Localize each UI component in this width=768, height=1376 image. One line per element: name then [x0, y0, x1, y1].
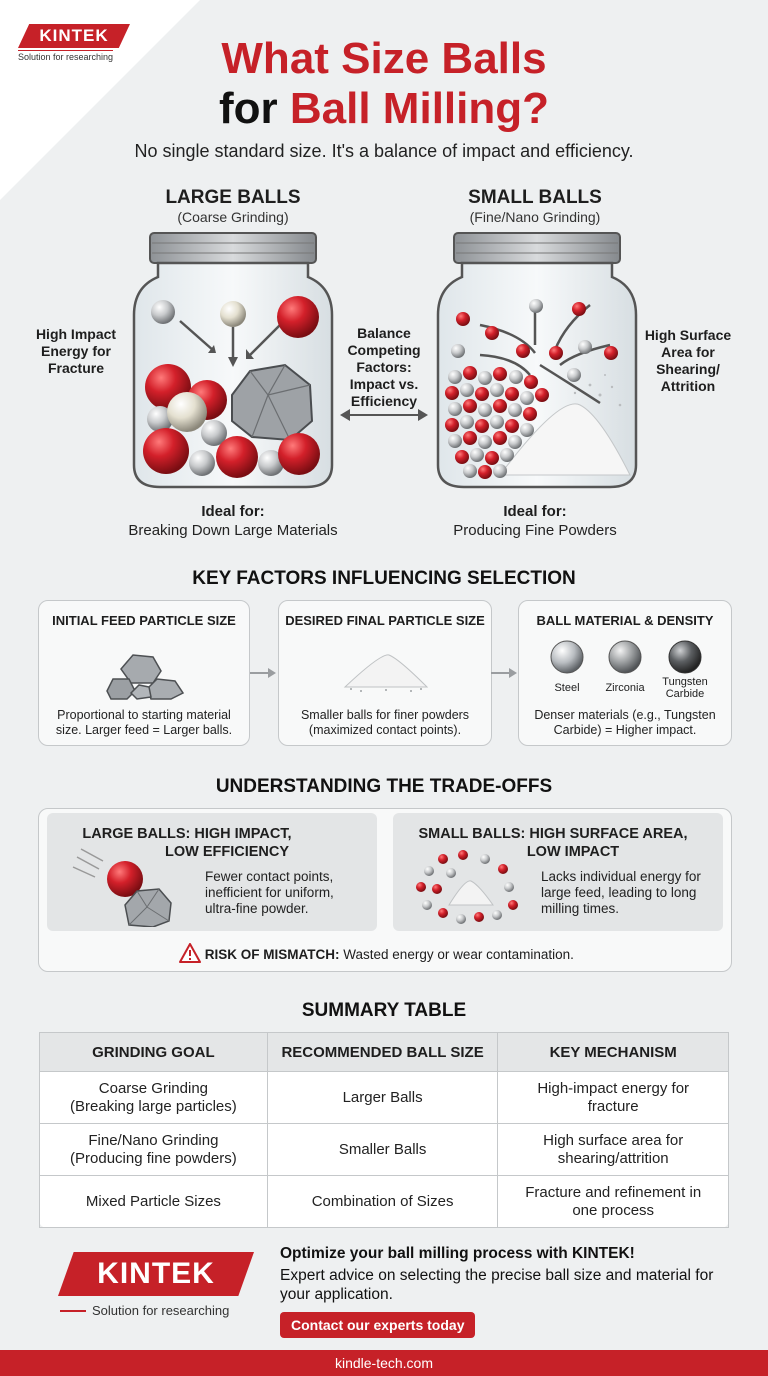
factor-card-title: DESIRED FINAL PARTICLE SIZE — [285, 613, 485, 628]
table-cell: Fine/Nano Grinding (Producing fine powde… — [39, 1123, 268, 1176]
tradeoff-large-title-line: LOW EFFICIENCY — [164, 844, 290, 860]
impact-icon — [72, 848, 172, 927]
cta-heading: Optimize your ball milling process with … — [280, 1245, 635, 1262]
powder-pile-icon — [343, 654, 429, 692]
large-ideal-text: Breaking Down Large Materials — [128, 522, 338, 539]
footer-brand-tagline: Solution for researching — [92, 1303, 230, 1318]
footer-brand-rule — [60, 1310, 86, 1312]
table-cell: Smaller Balls — [266, 1123, 499, 1176]
table-cell: Coarse Grinding (Breaking large particle… — [39, 1071, 268, 1124]
small-ideal-text: Producing Fine Powders — [453, 522, 617, 539]
table-row: Mixed Particle Sizes Combination of Size… — [39, 1175, 729, 1228]
contact-experts-button[interactable]: Contact our experts today — [280, 1312, 476, 1338]
tradeoff-large-title-line: LARGE BALLS: HIGH IMPACT, — [82, 826, 292, 842]
arrow-right-icon — [250, 668, 276, 678]
summary-table: GRINDING GOAL RECOMMENDED BALL SIZE KEY … — [39, 1032, 729, 1228]
small-side-label-line: Shearing/ — [656, 361, 720, 377]
risk-label: RISK OF MISMATCH: — [204, 947, 340, 962]
large-side-label-line: Energy for — [40, 343, 111, 359]
tradeoffs-heading: UNDERSTANDING THE TRADE-OFFS — [215, 776, 553, 797]
table-header-cell: GRINDING GOAL — [39, 1032, 268, 1072]
table-cell: Larger Balls — [266, 1071, 499, 1124]
factor-card-text: Denser materials (e.g., Tungsten Carbide… — [534, 708, 716, 737]
tradeoffs-panel: LARGE BALLS: HIGH IMPACT, LOW EFFICIENCY… — [38, 808, 732, 972]
factor-card-final-size: DESIRED FINAL PARTICLE SIZE Smaller ball… — [278, 600, 492, 746]
table-cell: High surface area for shearing/attrition — [497, 1123, 729, 1176]
title-highlight: Ball Milling? — [289, 84, 549, 133]
arrow-right-icon — [491, 668, 517, 678]
material-label-steel: Steel — [554, 682, 580, 694]
table-cell: High-impact energy for fracture — [497, 1071, 729, 1124]
material-balls-icon — [550, 640, 702, 674]
cta-text: Expert advice on selecting the precise b… — [280, 1267, 714, 1303]
page-subtitle: No single standard size. It's a balance … — [134, 141, 634, 161]
small-balls-jar — [436, 232, 638, 489]
balance-label-line: Impact vs. — [349, 376, 419, 392]
tradeoff-large-title: LARGE BALLS: HIGH IMPACT, LOW EFFICIENCY — [77, 825, 297, 861]
large-balls-subheading: (Coarse Grinding) — [177, 209, 289, 225]
large-balls-jar — [132, 232, 334, 489]
tradeoff-small-title-line: SMALL BALLS: HIGH SURFACE AREA, — [418, 826, 688, 842]
material-label-tungsten: Tungsten Carbide — [662, 676, 708, 700]
page-title-line1: What Size Balls — [221, 34, 547, 83]
brand-tagline: Solution for researching — [18, 50, 114, 62]
factor-card-title: INITIAL FEED PARTICLE SIZE — [52, 613, 236, 628]
tradeoff-large-text: Fewer contact points, inefficient for un… — [205, 869, 334, 916]
large-balls-heading: LARGE BALLS — [165, 187, 301, 208]
factor-card-feed-size: INITIAL FEED PARTICLE SIZE Proportional … — [38, 600, 250, 746]
small-balls-heading: SMALL BALLS — [468, 187, 602, 208]
table-header-cell: KEY MECHANISM — [497, 1032, 729, 1072]
warning-icon — [179, 943, 201, 963]
page-title-line2: for Ball Milling? — [0, 84, 768, 134]
small-balls-subheading: (Fine/Nano Grinding) — [469, 209, 601, 225]
tradeoff-small-title: SMALL BALLS: HIGH SURFACE AREA, LOW IMPA… — [413, 825, 693, 861]
table-cell: Combination of Sizes — [266, 1175, 499, 1228]
table-cell: Fracture and refinement in one process — [497, 1175, 729, 1228]
scattered-balls-icon — [416, 850, 518, 924]
small-side-label: High Surface Area for Shearing/ Attritio… — [640, 327, 736, 395]
large-side-label-line: High Impact — [35, 326, 117, 342]
brand-logo: KINTEK — [18, 24, 130, 48]
table-row: Fine/Nano Grinding (Producing fine powde… — [39, 1123, 729, 1176]
table-header-row: GRINDING GOAL RECOMMENDED BALL SIZE KEY … — [39, 1032, 729, 1072]
factor-card-title: BALL MATERIAL & DENSITY — [536, 613, 714, 628]
jars-illustration — [132, 232, 638, 489]
large-ideal-heading: Ideal for: — [201, 503, 265, 520]
balance-label-line: Factors: — [356, 359, 412, 375]
footer-brand-logo: KINTEK — [58, 1252, 254, 1296]
balance-arrow — [340, 409, 428, 421]
table-header-cell: RECOMMENDED BALL SIZE — [266, 1032, 499, 1072]
key-factors-heading: KEY FACTORS INFLUENCING SELECTION — [192, 568, 576, 589]
factor-card-text: Smaller balls for finer powders (maximiz… — [300, 708, 470, 737]
factor-card-material: BALL MATERIAL & DENSITY Steel Zirconia T… — [518, 600, 732, 746]
balance-label-line: Balance — [357, 325, 411, 341]
risk-text: Wasted energy or wear contamination. — [343, 947, 574, 962]
balance-label-line: Efficiency — [350, 393, 418, 409]
table-cell: Mixed Particle Sizes — [39, 1175, 268, 1228]
website-link[interactable]: kindle-tech.com — [0, 1350, 768, 1376]
tradeoff-small: SMALL BALLS: HIGH SURFACE AREA, LOW IMPA… — [393, 813, 723, 931]
small-side-label-line: Area for — [661, 344, 715, 360]
tradeoff-small-title-line: LOW IMPACT — [526, 844, 620, 860]
tradeoff-large: LARGE BALLS: HIGH IMPACT, LOW EFFICIENCY… — [47, 813, 377, 931]
small-ideal-heading: Ideal for: — [503, 503, 567, 520]
balance-label-line: Competing — [347, 342, 421, 358]
small-side-label-line: Attrition — [660, 378, 716, 394]
rocks-icon — [106, 654, 185, 700]
table-row: Coarse Grinding (Breaking large particle… — [39, 1071, 729, 1124]
tradeoff-small-text: Lacks individual energy for large feed, … — [541, 869, 701, 916]
summary-heading: SUMMARY TABLE — [301, 1000, 467, 1021]
title-prefix: for — [219, 84, 278, 133]
balance-label: Balance Competing Factors: Impact vs. Ef… — [342, 325, 426, 410]
material-label-zirconia: Zirconia — [605, 682, 645, 694]
small-side-label-line: High Surface — [644, 327, 732, 343]
risk-note: RISK OF MISMATCH: Wasted energy or wear … — [179, 943, 574, 963]
summary-table-wrap: GRINDING GOAL RECOMMENDED BALL SIZE KEY … — [39, 1032, 729, 1228]
large-side-label: High Impact Energy for Fracture — [30, 326, 122, 377]
large-side-label-line: Fracture — [47, 360, 105, 376]
factor-card-text: Proportional to starting material size. … — [55, 708, 233, 737]
